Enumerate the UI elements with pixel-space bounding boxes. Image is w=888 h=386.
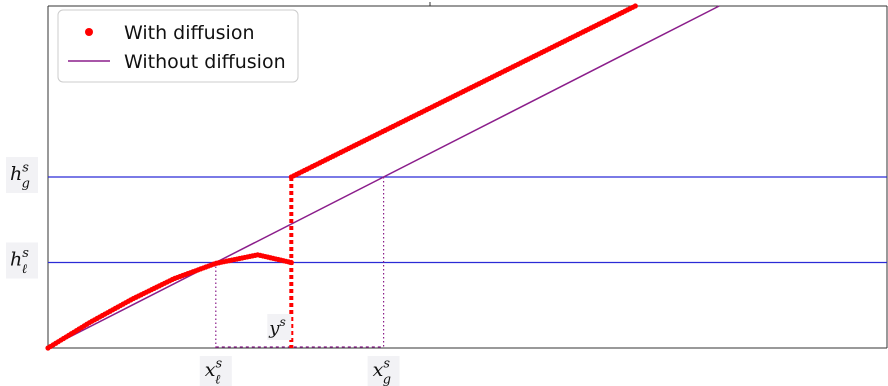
h-label-bg-1 — [6, 242, 38, 279]
ys-label-bg — [267, 314, 292, 340]
with-diffusion-point — [632, 3, 638, 9]
v-label-bg-1 — [367, 356, 400, 386]
v-label-bg-0 — [199, 356, 232, 386]
legend-label-without-diffusion: Without diffusion — [124, 51, 286, 73]
series-without-diffusion-line — [47, 5, 720, 349]
legend-label-with-diffusion: With diffusion — [124, 22, 255, 44]
ys-annotation-label: ys — [268, 315, 285, 339]
legend: With diffusion Without diffusion — [57, 9, 299, 83]
series-layer — [45, 3, 720, 351]
legend-box — [57, 9, 299, 83]
reference-lines — [48, 176, 887, 348]
h-label-bg-0 — [6, 157, 38, 193]
legend-marker-with-diffusion — [85, 28, 93, 36]
